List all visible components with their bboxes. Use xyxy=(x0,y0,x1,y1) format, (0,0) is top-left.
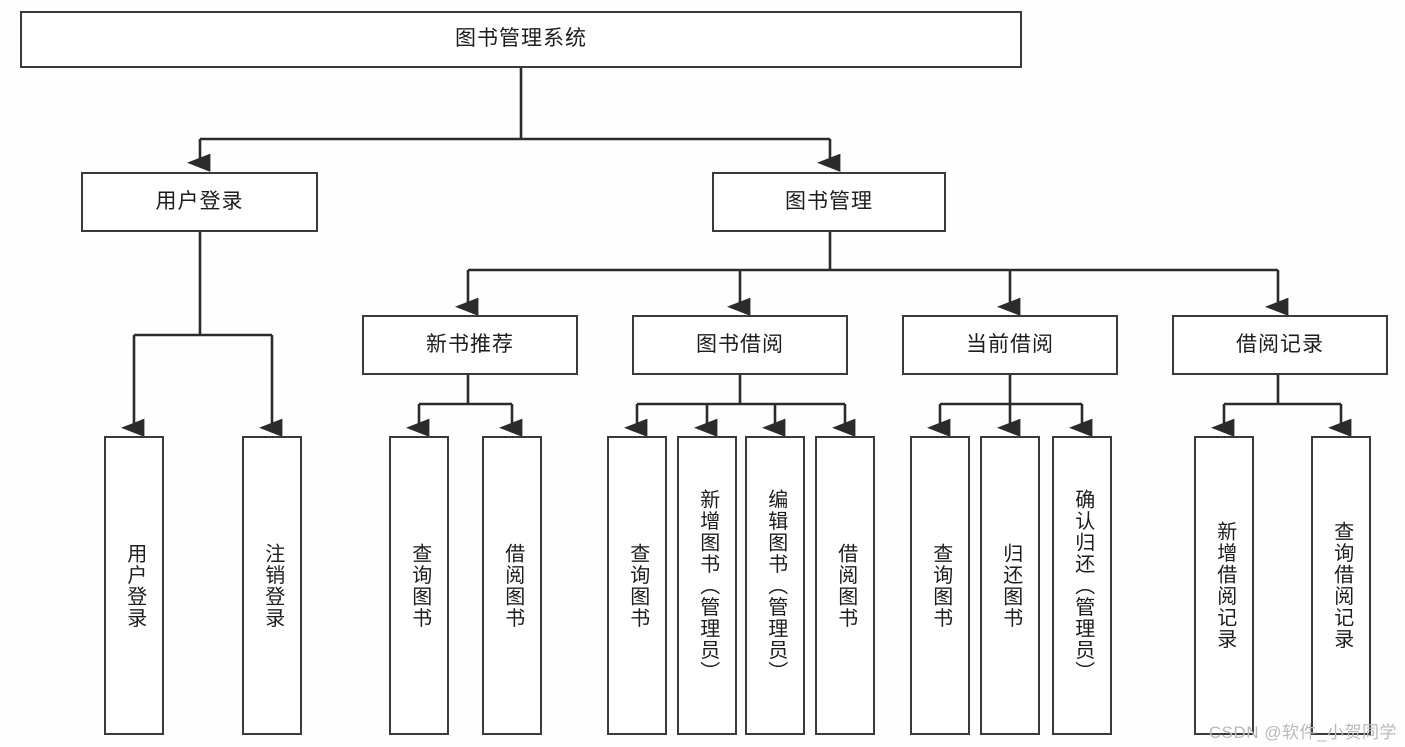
leaf-return-book-label: 归还图书 xyxy=(999,542,1022,629)
node-new-book-recommend[interactable]: 新书推荐 xyxy=(362,315,578,375)
leaf-edit-book-admin[interactable]: 编辑图书（管理员） xyxy=(745,436,805,735)
node-borrow-record[interactable]: 借阅记录 xyxy=(1172,315,1388,375)
leaf-borrow-book-recommend-label: 借阅图书 xyxy=(501,542,524,629)
node-current-borrow[interactable]: 当前借阅 xyxy=(902,315,1118,375)
leaf-borrow-book-recommend[interactable]: 借阅图书 xyxy=(482,436,542,735)
leaf-confirm-return-admin-label: 确认归还（管理员） xyxy=(1071,488,1094,683)
leaf-query-borrow-record-label: 查询借阅记录 xyxy=(1330,521,1353,650)
node-book-borrow[interactable]: 图书借阅 xyxy=(632,315,848,375)
leaf-query-book-current-label: 查询图书 xyxy=(929,542,952,629)
leaf-query-book-borrow-label: 查询图书 xyxy=(626,542,649,629)
node-user-login-label: 用户登录 xyxy=(155,189,244,213)
leaf-query-borrow-record[interactable]: 查询借阅记录 xyxy=(1311,436,1371,735)
node-new-book-recommend-label: 新书推荐 xyxy=(426,332,514,356)
leaf-logout-label: 注销登录 xyxy=(261,542,284,629)
leaf-add-book-admin[interactable]: 新增图书（管理员） xyxy=(677,436,737,735)
leaf-add-borrow-record-label: 新增借阅记录 xyxy=(1213,521,1236,650)
node-book-borrow-label: 图书借阅 xyxy=(696,332,784,356)
node-root-label: 图书管理系统 xyxy=(455,27,587,51)
node-root[interactable]: 图书管理系统 xyxy=(20,11,1022,68)
node-current-borrow-label: 当前借阅 xyxy=(966,332,1054,356)
leaf-query-book-current[interactable]: 查询图书 xyxy=(910,436,970,735)
leaf-user-login-label: 用户登录 xyxy=(123,542,146,629)
leaf-logout[interactable]: 注销登录 xyxy=(242,436,302,735)
leaf-add-borrow-record[interactable]: 新增借阅记录 xyxy=(1194,436,1254,735)
leaf-add-book-admin-label: 新增图书（管理员） xyxy=(696,488,719,683)
node-user-login[interactable]: 用户登录 xyxy=(81,172,318,232)
node-borrow-record-label: 借阅记录 xyxy=(1236,332,1324,356)
leaf-query-book-recommend[interactable]: 查询图书 xyxy=(389,436,449,735)
node-book-management[interactable]: 图书管理 xyxy=(712,172,946,232)
watermark-text: CSDN @软件_小贺同学 xyxy=(1208,723,1397,742)
leaf-edit-book-admin-label: 编辑图书（管理员） xyxy=(764,488,787,683)
leaf-user-login[interactable]: 用户登录 xyxy=(104,436,164,735)
leaf-confirm-return-admin[interactable]: 确认归还（管理员） xyxy=(1052,436,1112,735)
leaf-return-book[interactable]: 归还图书 xyxy=(980,436,1040,735)
leaf-borrow-book-label: 借阅图书 xyxy=(834,542,857,629)
leaf-borrow-book[interactable]: 借阅图书 xyxy=(815,436,875,735)
leaf-query-book-borrow[interactable]: 查询图书 xyxy=(607,436,667,735)
node-book-management-label: 图书管理 xyxy=(785,189,873,213)
leaf-query-book-recommend-label: 查询图书 xyxy=(408,542,431,629)
